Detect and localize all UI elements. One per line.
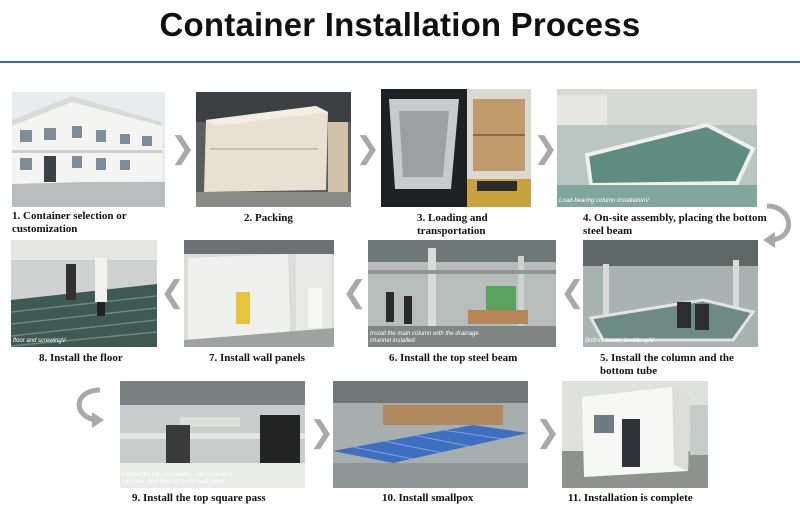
step-1-photo [12, 92, 165, 207]
step-5-overlay: Bottom beam, buckle upV [585, 338, 654, 344]
step-9-overlay: Fasten the top crossbeam, Top covered a … [122, 472, 233, 485]
chevron-right-icon: ❯ [309, 415, 335, 450]
step-9-photo: Fasten the top crossbeam, Top covered a … [120, 381, 305, 488]
chevron-left-icon: ❮ [342, 275, 368, 310]
step-6-overlay: Install the main column with the drainag… [370, 331, 479, 344]
chevron-right-icon: ❯ [533, 131, 559, 166]
step-8-overlay: floor and screwingV [13, 338, 66, 344]
step-3-photo [381, 89, 531, 207]
step-11-caption: 11. Installation is complete [568, 492, 693, 504]
curved-arrow-icon [763, 203, 791, 248]
chevron-right-icon: ❯ [355, 131, 381, 166]
chevron-left-icon: ❮ [560, 275, 586, 310]
step-10-caption: 10. Install smallpox [382, 492, 474, 504]
step-6-caption: 6. Install the top steel beam [389, 352, 518, 364]
step-2-caption: 2. Packing [244, 212, 293, 224]
step-8-caption: 8. Install the floor [39, 352, 123, 364]
step-10-photo [333, 381, 528, 488]
step-11-photo [562, 381, 708, 488]
step-2-photo [196, 92, 351, 207]
step-6-photo: Install the main column with the drainag… [368, 240, 556, 347]
chevron-right-icon: ❯ [170, 131, 196, 166]
step-3-caption: 3. Loading and transportation [417, 212, 488, 237]
step-9-caption: 9. Install the top square pass [132, 492, 266, 504]
step-4-photo: Load-bearing column installationV [557, 89, 757, 207]
curved-arrow-icon [76, 387, 104, 428]
step-4-caption: 4. On-site assembly, placing the bottom … [583, 212, 767, 237]
step-7-photo [184, 240, 334, 347]
chevron-left-icon: ❮ [160, 275, 186, 310]
step-5-photo: Bottom beam, buckle upV [583, 240, 758, 347]
step-1-caption: 1. Container selection or customization [12, 210, 127, 235]
step-7-caption: 7. Install wall panels [209, 352, 305, 364]
title-divider [0, 61, 800, 63]
step-8-photo: floor and screwingV [11, 240, 157, 347]
step-5-caption: 5. Install the column and the bottom tub… [600, 352, 734, 377]
step-4-overlay: Load-bearing column installationV [559, 198, 650, 204]
chevron-right-icon: ❯ [535, 415, 561, 450]
page-title: Container Installation Process [159, 6, 641, 43]
